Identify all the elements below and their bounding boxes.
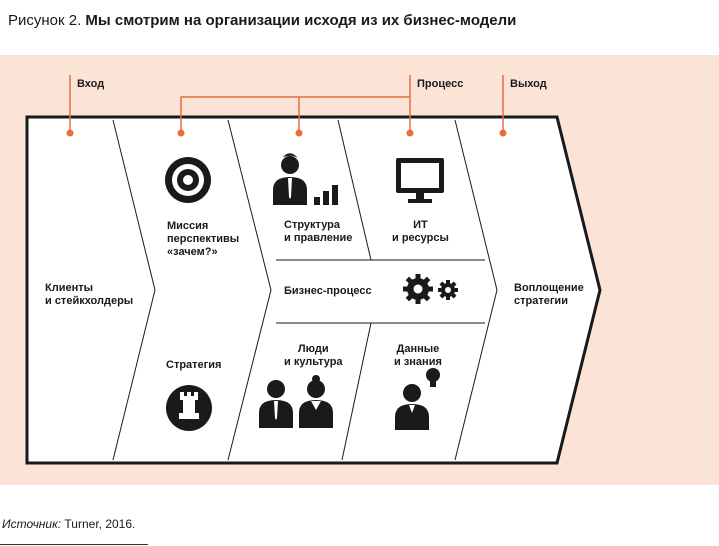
source-label: Источник:	[2, 517, 62, 531]
node-strategy: Стратегия	[166, 359, 222, 371]
target-icon	[165, 157, 211, 203]
label-input: Вход	[77, 78, 105, 90]
rook-icon	[166, 385, 212, 431]
gears-icon	[403, 274, 458, 304]
footer-rule	[0, 544, 148, 545]
arrow-shape	[25, 115, 602, 465]
monitor-icon	[396, 158, 444, 203]
chevron-divider-4	[341, 322, 372, 461]
idea-person-icon	[395, 368, 440, 430]
manager-chart-icon	[273, 153, 338, 205]
chevron-divider-5	[454, 119, 498, 461]
figure-title: Рисунок 2. Мы смотрим на организации исх…	[8, 12, 516, 29]
source-text: Turner, 2016.	[61, 517, 136, 531]
chevron-divider-3	[337, 119, 372, 261]
figure-title-text: Мы смотрим на организации исходя из их б…	[85, 12, 517, 29]
figure-number: Рисунок 2.	[8, 12, 82, 29]
chevron-divider-1	[112, 119, 156, 461]
connector-dots	[66, 129, 507, 137]
chevron-divider-2	[227, 119, 272, 461]
node-business-process: Бизнес-процесс	[284, 285, 372, 297]
source-note: Источник: Turner, 2016.	[2, 517, 135, 531]
label-output: Выход	[510, 78, 547, 90]
connector-lines	[69, 75, 504, 133]
people-icon	[259, 375, 333, 428]
label-process: Процесс	[417, 78, 464, 90]
